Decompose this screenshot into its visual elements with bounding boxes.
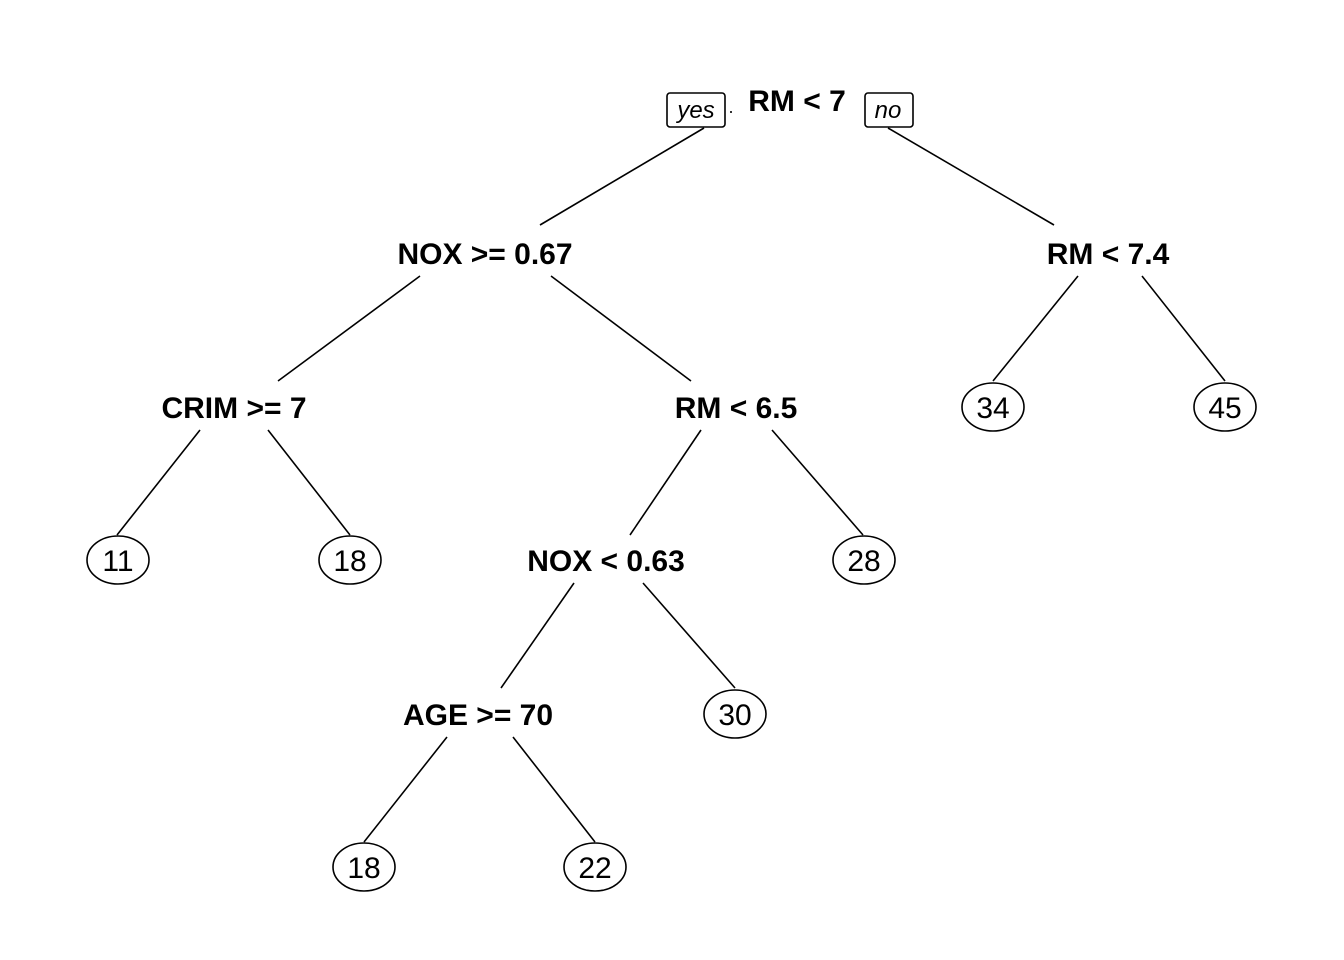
split-node: AGE >= 70	[403, 699, 553, 732]
leaf-value: 45	[1208, 392, 1241, 425]
split-condition: AGE >= 70	[403, 699, 553, 732]
no-branch-box: no	[864, 92, 914, 128]
tree-edge	[116, 429, 201, 536]
no-branch-label: no	[875, 97, 902, 124]
leaf-node: 22	[563, 842, 627, 892]
split-node: RM < 6.5	[675, 392, 798, 425]
tree-edge	[550, 275, 692, 382]
tree-edge	[267, 429, 351, 536]
split-condition: NOX >= 0.67	[397, 238, 572, 271]
leaf-value: 30	[718, 699, 751, 732]
leaf-ellipse	[86, 535, 150, 585]
tree-edges	[116, 127, 1226, 843]
leaf-ellipse	[832, 535, 896, 585]
split-condition: RM < 7.4	[1047, 238, 1170, 271]
leaf-value: 28	[847, 545, 880, 578]
split-node: NOX >= 0.67	[397, 238, 572, 271]
leaf-node: 28	[832, 535, 896, 585]
leaf-ellipse	[318, 535, 382, 585]
leaf-value: 11	[102, 545, 133, 578]
tree-edge	[363, 736, 448, 843]
leaf-value: 22	[578, 852, 611, 885]
split-condition: CRIM >= 7	[161, 392, 306, 425]
leaf-node: 45	[1193, 382, 1257, 432]
tree-edge	[277, 275, 421, 382]
leaf-ellipse	[961, 382, 1025, 432]
leaf-value: 18	[333, 545, 366, 578]
tree-edge	[512, 736, 596, 843]
leaf-value: 18	[347, 852, 380, 885]
tree-edge	[771, 429, 864, 536]
leaf-node: 18	[318, 535, 382, 585]
split-condition: NOX < 0.63	[527, 545, 685, 578]
split-condition: RM < 6.5	[675, 392, 798, 425]
tree-edge	[629, 429, 702, 536]
tree-edge	[887, 127, 1055, 226]
leaf-node: 34	[961, 382, 1025, 432]
split-condition: RM < 7	[748, 85, 846, 118]
tree-edge	[992, 275, 1079, 382]
leaf-node: 11	[86, 535, 150, 585]
leaf-ellipse	[332, 842, 396, 892]
leaf-ellipse	[1193, 382, 1257, 432]
leaf-node: 18	[332, 842, 396, 892]
yes-branch-label: yes	[675, 97, 714, 124]
split-node: NOX < 0.63	[527, 545, 685, 578]
tree-edge	[500, 582, 575, 689]
leaf-node: 30	[703, 689, 767, 739]
split-node: CRIM >= 7	[161, 392, 306, 425]
tree-edge	[642, 582, 736, 689]
leaf-ellipse	[703, 689, 767, 739]
tree-edge	[539, 127, 705, 226]
split-node: RM < 7	[748, 85, 846, 118]
branch-labels: yes no	[666, 92, 914, 128]
leaf-ellipse	[563, 842, 627, 892]
tree-edge	[1141, 275, 1226, 382]
split-node: RM < 7.4	[1047, 238, 1170, 271]
leaf-value: 34	[976, 392, 1009, 425]
yes-branch-box: yes	[666, 92, 726, 128]
